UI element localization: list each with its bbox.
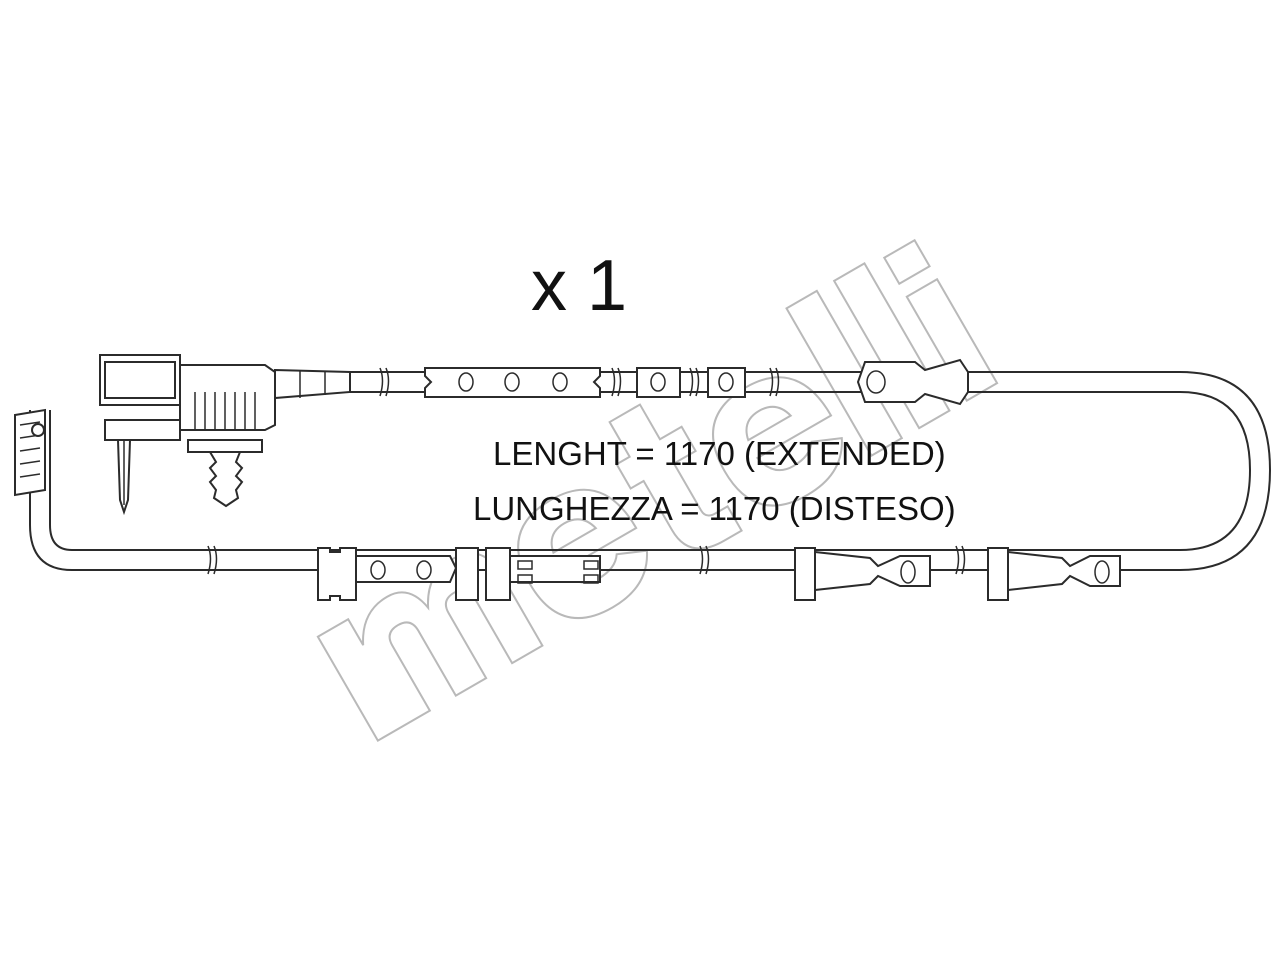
sensor-tip <box>14 408 46 497</box>
lower-cable-clips <box>317 547 1121 601</box>
sensor-cable <box>29 371 1272 571</box>
upper-cable-clips <box>424 358 969 406</box>
quantity-label: x 1 <box>531 246 628 326</box>
cable-markers <box>207 367 966 575</box>
length-label-italian: LUNGHEZZA = 1170 (DISTESO) <box>473 490 956 527</box>
brand-watermark <box>316 238 999 742</box>
plug-connector <box>99 354 351 516</box>
length-label-english: LENGHT = 1170 (EXTENDED) <box>493 435 946 472</box>
